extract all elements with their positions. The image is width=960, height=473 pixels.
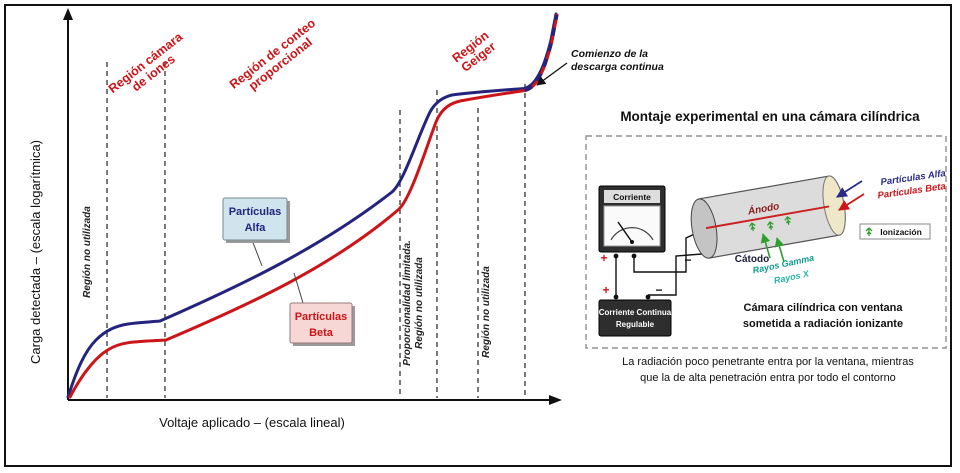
ionization-legend-box [859, 223, 931, 240]
setup-panel: Montaje experimental en una cámara cilín… [585, 109, 947, 384]
alpha-series-label-line1: Partículas [229, 206, 282, 218]
x-axis-label: Voltaje aplicado – (escala lineal) [159, 415, 345, 430]
plus-sign: + [602, 283, 609, 297]
plus-sign: + [600, 251, 607, 265]
terminal-dot [645, 294, 651, 300]
minus-sign: − [655, 283, 662, 297]
x-axis-arrow-icon [549, 395, 562, 405]
alpha-arrow [836, 180, 863, 198]
alpha-callout-line [251, 239, 263, 267]
ammeter-scale-arc [610, 227, 654, 241]
region-label-ion-chamber: Región cámara de iones [106, 29, 186, 96]
ionization-mark-icon [865, 227, 873, 236]
terminal-dot [613, 294, 619, 300]
beta-curve [68, 13, 559, 399]
note-limited-proportionality-line2: Región no utilizada [414, 257, 425, 349]
ammeter-label-strip [604, 190, 660, 203]
note-unused-right: Región no utilizada [481, 266, 492, 358]
ionization-marks [748, 215, 792, 232]
xray-arrow [774, 237, 785, 263]
beta-callout-line [293, 272, 304, 304]
ionization-legend-label: Ionización [880, 227, 922, 237]
ionization-legend: Ionización [859, 223, 931, 240]
cathode-label: Cátodo [735, 254, 769, 265]
region-label-proportional: Región de conteo proporcional [227, 16, 319, 93]
beta-arrow [838, 193, 865, 211]
ammeter-label: Corriente [613, 192, 651, 202]
ammeter-dial [603, 205, 661, 247]
region-label-geiger: Región Geiger [450, 28, 499, 75]
footnote-line1: La radiación poco penetrante entra por l… [622, 356, 914, 368]
response-curve-panel: Carga detectada – (escala logarítmica) V… [28, 8, 664, 430]
ammeter-needle [617, 221, 633, 243]
power-supply-label-line2: Regulable [616, 320, 655, 329]
anode-wire [705, 205, 830, 230]
wire [633, 230, 702, 273]
discharge-arrow [536, 62, 568, 86]
alpha-callout-box [222, 197, 288, 241]
ammeter-pivot [630, 240, 634, 244]
note-limited-proportionality-line1: Proporcionalidad limitada. [402, 240, 413, 366]
alpha-series-label-line2: Alfa [245, 222, 267, 234]
power-supply-label-line1: Corriente Continua [599, 308, 672, 317]
diagram-frame: Carga detectada – (escala logarítmica) V… [4, 4, 952, 467]
setup-title: Montaje experimental en una cámara cilín… [620, 109, 920, 124]
y-axis-label: Carga detectada – (escala logarítmica) [28, 140, 43, 364]
gamma-arrow [760, 233, 771, 259]
alpha-curve [66, 12, 558, 399]
ammeter: Corriente + [598, 185, 666, 265]
terminal-dot [613, 253, 619, 259]
beta-series-label-line1: Partículas [295, 311, 348, 323]
y-axis-arrow-icon [63, 8, 73, 20]
beta-callout-box [289, 302, 353, 344]
discharge-note-line1: Comienzo de la [571, 48, 648, 60]
wire [648, 252, 716, 296]
power-supply: Corriente Continua Regulable + − [598, 283, 672, 337]
ionization-mark-icon [766, 221, 774, 230]
ionization-mark-icon [784, 215, 792, 225]
discharge-note-line2: descarga continua [571, 61, 664, 73]
ionization-mark-icon [748, 222, 756, 232]
caption-line1: Cámara cilíndrica con ventana [744, 302, 904, 314]
caption-line2: sometida a radiación ionizante [743, 318, 903, 330]
power-supply-body [598, 299, 672, 337]
minus-sign: − [684, 253, 691, 267]
footnote-line2: que la de alta penetración entra por tod… [640, 372, 896, 384]
note-unused-left: Región no utilizada [82, 206, 93, 298]
beta-series-label-line2: Beta [309, 327, 334, 339]
terminal-dot [631, 253, 637, 259]
curve-overlap-dashes [524, 14, 559, 92]
